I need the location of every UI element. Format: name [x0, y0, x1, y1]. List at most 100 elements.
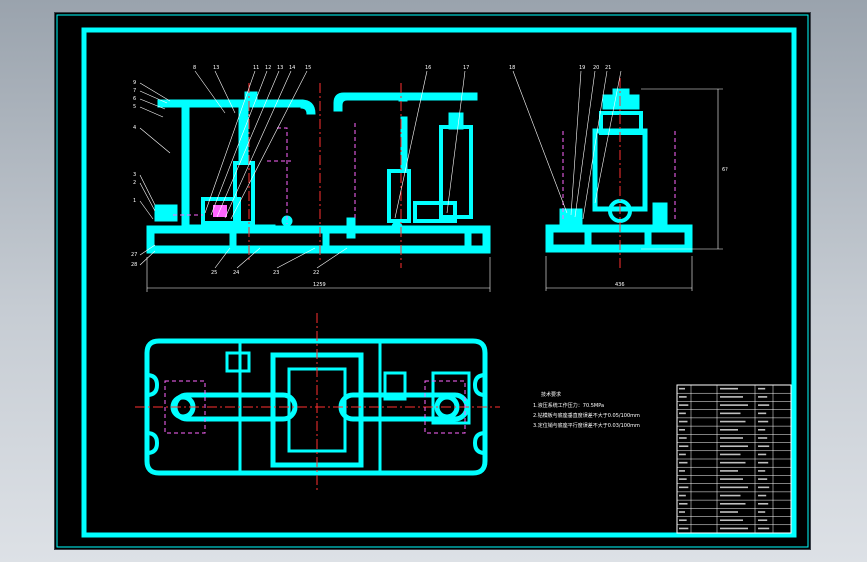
top-right-notch-2 — [472, 431, 486, 455]
title-block-entry — [758, 396, 768, 398]
side-leaders — [512, 70, 723, 291]
title-block-entry — [679, 527, 689, 530]
balloon: 9 — [133, 80, 136, 86]
top-right-notch-1 — [472, 373, 486, 397]
balloon: 8 — [193, 65, 196, 71]
pin-2 — [391, 221, 403, 233]
title-block-entry — [758, 519, 768, 522]
slide-block — [233, 161, 255, 225]
title-block-entry — [758, 412, 767, 415]
balloon: 23 — [273, 270, 279, 276]
balloon: 2 — [133, 180, 136, 186]
balloon: 1 — [133, 198, 136, 204]
title-block-entry — [720, 396, 743, 398]
title-block-entry — [679, 519, 687, 522]
front-balloons-bottom: 25 24 23 22 — [211, 270, 319, 276]
balloon: 14 — [289, 65, 295, 71]
front-view — [146, 91, 491, 254]
title-block-entry — [720, 412, 741, 415]
title-block-entry — [758, 502, 769, 505]
base-rib-3 — [464, 231, 472, 249]
right-arm — [333, 92, 478, 112]
balloon: 7 — [133, 88, 136, 94]
title-block-entry — [758, 445, 770, 448]
balloon: 13 — [213, 65, 219, 71]
left-stop — [154, 204, 178, 222]
balloon: 28 — [131, 262, 137, 268]
title-block-entry — [758, 527, 770, 530]
balloon: 25 — [211, 270, 217, 276]
balloon: 6 — [133, 96, 136, 102]
title-block-entry — [720, 494, 741, 497]
side-clamp — [559, 208, 583, 226]
front-dimension-line — [146, 257, 491, 292]
top-left-notch-1 — [146, 373, 160, 397]
clamp-hatch — [213, 205, 227, 217]
side-height-text: 6? — [722, 167, 728, 173]
title-block-entry — [679, 502, 688, 505]
title-block-entry — [679, 428, 685, 431]
balloon: 18 — [509, 65, 515, 71]
balloon: 11 — [253, 65, 259, 71]
balloon: 13 — [277, 65, 283, 71]
title-block-entry — [679, 470, 685, 472]
title-block-entry — [679, 445, 689, 448]
front-hidden-lines — [173, 123, 356, 224]
front-balloons-left: 9 7 6 5 4 3 2 1 27 28 — [131, 80, 137, 268]
balloon: 20 — [593, 65, 599, 71]
balloon: 24 — [233, 270, 239, 276]
side-hidden-lines — [562, 131, 676, 221]
notes-line-1: 1.液压系统工作压力：70.5MPa — [533, 402, 604, 409]
title-block-entry — [720, 420, 746, 423]
notes-line-2: 2.钻模板与底座垂直度误差不大于0.05/100mm — [533, 412, 640, 419]
right-cylinder — [387, 169, 411, 223]
base-rib-1 — [229, 231, 237, 249]
balloon: 27 — [131, 252, 137, 258]
title-block-entry — [720, 428, 738, 431]
side-view — [545, 88, 693, 253]
side-base-top — [545, 224, 693, 233]
top-base-outline — [144, 338, 488, 476]
inner-frame — [81, 27, 797, 538]
bolt-mid — [346, 217, 356, 239]
title-block-entry — [679, 486, 689, 489]
title-block-text — [679, 387, 770, 530]
balloon: 5 — [133, 104, 136, 110]
title-block-entry — [758, 486, 770, 489]
front-dimension-text: 1259 — [313, 282, 326, 288]
front-centerlines — [248, 83, 402, 268]
title-block-entry — [720, 387, 738, 390]
balloon: 12 — [265, 65, 271, 71]
title-block-entry — [679, 404, 689, 406]
title-block-entry — [758, 437, 768, 439]
title-block-entry — [679, 387, 685, 390]
side-base-bottom — [545, 244, 693, 253]
title-block-entry — [679, 511, 685, 513]
top-right-boss — [383, 371, 407, 401]
right-guide — [400, 116, 408, 173]
title-block-entry — [720, 486, 748, 489]
title-block-entry — [679, 494, 686, 497]
title-block-entry — [720, 404, 748, 406]
balloon: 15 — [305, 65, 311, 71]
clamp-body — [201, 197, 241, 225]
outer-border — [56, 14, 809, 548]
balloon: 16 — [425, 65, 431, 71]
title-block-entry — [758, 428, 766, 431]
top-left-notch-2 — [146, 431, 160, 455]
base-rib-2 — [322, 231, 330, 249]
side-top-boss — [612, 88, 630, 98]
title-block-entry — [720, 527, 748, 530]
title-block-entry — [679, 420, 688, 423]
title-block-entry — [679, 453, 686, 456]
top-centerlines — [135, 313, 500, 491]
title-block-entry — [758, 387, 766, 390]
title-block-entry — [720, 502, 746, 505]
balloon: 19 — [579, 65, 585, 71]
balloon: 21 — [605, 65, 611, 71]
front-balloons-top: 8 13 11 12 13 14 15 16 17 — [193, 65, 469, 71]
top-right-block — [431, 371, 471, 425]
title-block-entry — [758, 420, 769, 423]
side-rib-1 — [584, 230, 592, 248]
title-block-entry — [758, 511, 766, 513]
